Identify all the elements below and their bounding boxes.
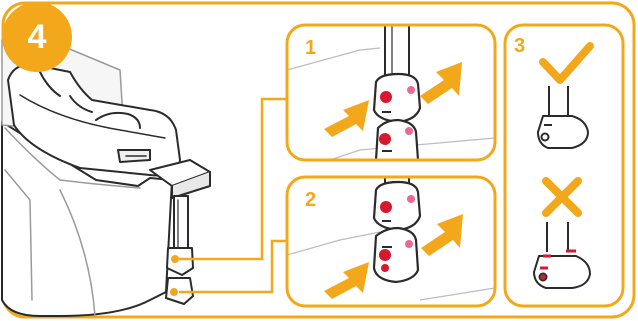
main-indicator-lower-icon (170, 288, 178, 296)
step-badge-circle (2, 2, 72, 72)
main-indicator-upper-icon (171, 255, 179, 263)
callout-line-panel-2 (179, 239, 287, 294)
panel-1-red-indicator-icon (380, 91, 392, 103)
detail-panel-3 (503, 23, 625, 308)
detail-panel-2 (285, 175, 497, 308)
panel-2-red-indicator-lower-icon (379, 249, 391, 261)
incorrect-foot-illustration (533, 222, 591, 289)
panel-2-red-indicator-upper-icon (380, 201, 392, 213)
panel-2-number: 2 (305, 189, 317, 211)
cross-icon (542, 177, 582, 217)
panel-1-number: 1 (305, 37, 317, 59)
callout-line-panel-1 (179, 97, 287, 261)
panel-2-arrow-right-icon (421, 214, 463, 256)
panel-1-pink-indicator-icon (407, 86, 415, 94)
step-number-badge: 4 (27, 17, 47, 56)
panel-2-arrow-left-icon (324, 262, 369, 299)
panel-1-arrow-left-icon (324, 100, 369, 137)
panel-1-arrow-right-icon (420, 62, 462, 104)
correct-foot-illustration (537, 86, 589, 149)
check-icon (539, 42, 594, 84)
car-seat-base-illustration (1, 37, 211, 317)
panel-3-number: 3 (514, 35, 526, 57)
detail-panel-1 (285, 23, 497, 162)
